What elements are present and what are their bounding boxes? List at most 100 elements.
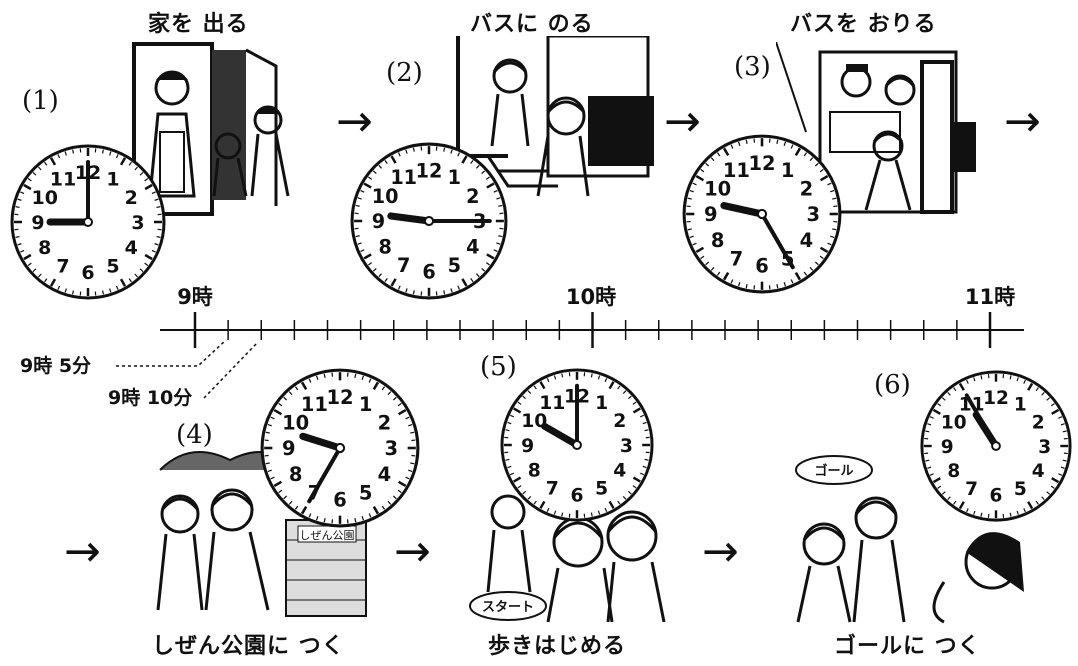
clock-tick — [794, 147, 802, 157]
clock-tick — [119, 157, 127, 166]
clock-tick — [20, 249, 25, 253]
clock-tick — [803, 152, 808, 157]
clock-tick — [294, 386, 299, 391]
clock-tick — [639, 414, 644, 418]
clock-tick — [819, 174, 829, 182]
clock-tick — [722, 147, 730, 157]
clock-tick — [27, 178, 32, 182]
clock-tick — [397, 480, 407, 488]
clock-tick — [953, 387, 957, 392]
arrow-icon: → — [664, 96, 701, 147]
clock-tick — [144, 262, 149, 266]
clock-tick — [486, 253, 495, 260]
clock-numeral: 8 — [38, 237, 51, 259]
clock-numeral: 8 — [711, 229, 725, 252]
clock-numeral: 2 — [613, 411, 626, 432]
clock-tick — [604, 378, 608, 383]
arrow-icon: → — [64, 526, 101, 577]
step4-number: (4) — [176, 420, 213, 450]
clock-tick — [361, 516, 365, 521]
minute-hand — [964, 393, 998, 448]
clock-tick — [270, 416, 275, 420]
clock-tick — [368, 513, 372, 518]
clock-tick — [507, 421, 512, 425]
step2-number: (2) — [386, 58, 423, 88]
clock-tick — [408, 423, 413, 427]
arrow-icon: → — [702, 526, 739, 577]
clock-tick — [687, 197, 692, 200]
clock-tick — [730, 279, 734, 284]
clock-tick — [470, 277, 474, 282]
clock-tick — [937, 403, 942, 407]
clock-tick — [139, 268, 144, 272]
clock-tick — [109, 288, 112, 293]
clock-tick — [705, 162, 710, 167]
clock-tick — [360, 249, 365, 253]
clock-tick — [973, 510, 976, 515]
clock-pivot — [756, 208, 768, 220]
clock-tick — [1050, 403, 1055, 407]
step3-caption: バスを おりる — [790, 12, 937, 37]
clock-tick — [384, 160, 388, 165]
clock-tick — [397, 285, 401, 290]
clock-tick — [144, 183, 153, 191]
clock-tick — [154, 198, 159, 201]
clock-tick — [1035, 500, 1039, 505]
clock-tick — [38, 166, 42, 171]
clock-tick — [308, 513, 312, 518]
clock-tick — [608, 500, 615, 509]
clock-tick — [405, 288, 408, 293]
clock-tick — [1051, 408, 1060, 415]
clock-tick — [510, 472, 515, 476]
clock-numeral: 5 — [595, 479, 608, 500]
clock-tick — [412, 147, 415, 152]
clock-tick — [156, 235, 161, 238]
clock-step4: 121234567891011 — [260, 368, 420, 528]
minute-hand — [759, 211, 795, 270]
clock-numeral: 5 — [448, 254, 461, 277]
clock-tick — [405, 476, 410, 480]
clock-tick — [947, 496, 951, 501]
clock-tick — [700, 168, 705, 173]
clock-numeral: 7 — [546, 479, 559, 500]
clock-tick — [283, 396, 288, 401]
clock-numeral: 1 — [359, 393, 373, 416]
clock-tick — [627, 490, 632, 495]
clock-tick — [1062, 430, 1067, 433]
leaving-home-illustration — [132, 42, 290, 216]
clock-tick — [23, 183, 32, 191]
clock-tick — [819, 255, 824, 260]
clock-tick — [486, 182, 495, 189]
clock-tick — [410, 462, 415, 465]
clock-tick — [722, 271, 730, 281]
clock-tick — [1009, 512, 1012, 517]
clock-tick — [941, 397, 946, 401]
clock-tick — [64, 151, 67, 156]
clock-numeral: 9 — [941, 437, 954, 458]
clock-tick — [608, 381, 615, 390]
hour-hand — [720, 201, 766, 218]
step4-caption: しぜん公園に つく — [152, 634, 345, 659]
clock-tick — [372, 505, 380, 515]
clock-tick — [966, 508, 969, 513]
getting-off-bus-illustration — [776, 42, 976, 214]
timeline-pointer-5min-line — [116, 339, 227, 367]
clock-numeral: 10 — [31, 187, 57, 209]
hour-hand — [541, 422, 581, 449]
clock-tick — [144, 178, 149, 182]
clock-tick — [397, 489, 402, 494]
clock-tick — [273, 480, 283, 488]
clock-tick — [622, 390, 627, 395]
clock-tick — [1016, 510, 1019, 515]
clock-tick — [323, 518, 326, 523]
park-sign: しぜん公園 — [300, 529, 355, 542]
clock-tick — [642, 465, 647, 469]
clock-numeral: 6 — [81, 262, 94, 284]
minute-hand — [307, 445, 343, 504]
clock-tick — [597, 375, 601, 380]
clock-tick — [300, 505, 308, 515]
clock-tick — [505, 429, 510, 432]
clock-numeral: 12 — [983, 388, 1009, 409]
clock-tick — [368, 176, 373, 180]
clock-tick — [72, 290, 75, 295]
